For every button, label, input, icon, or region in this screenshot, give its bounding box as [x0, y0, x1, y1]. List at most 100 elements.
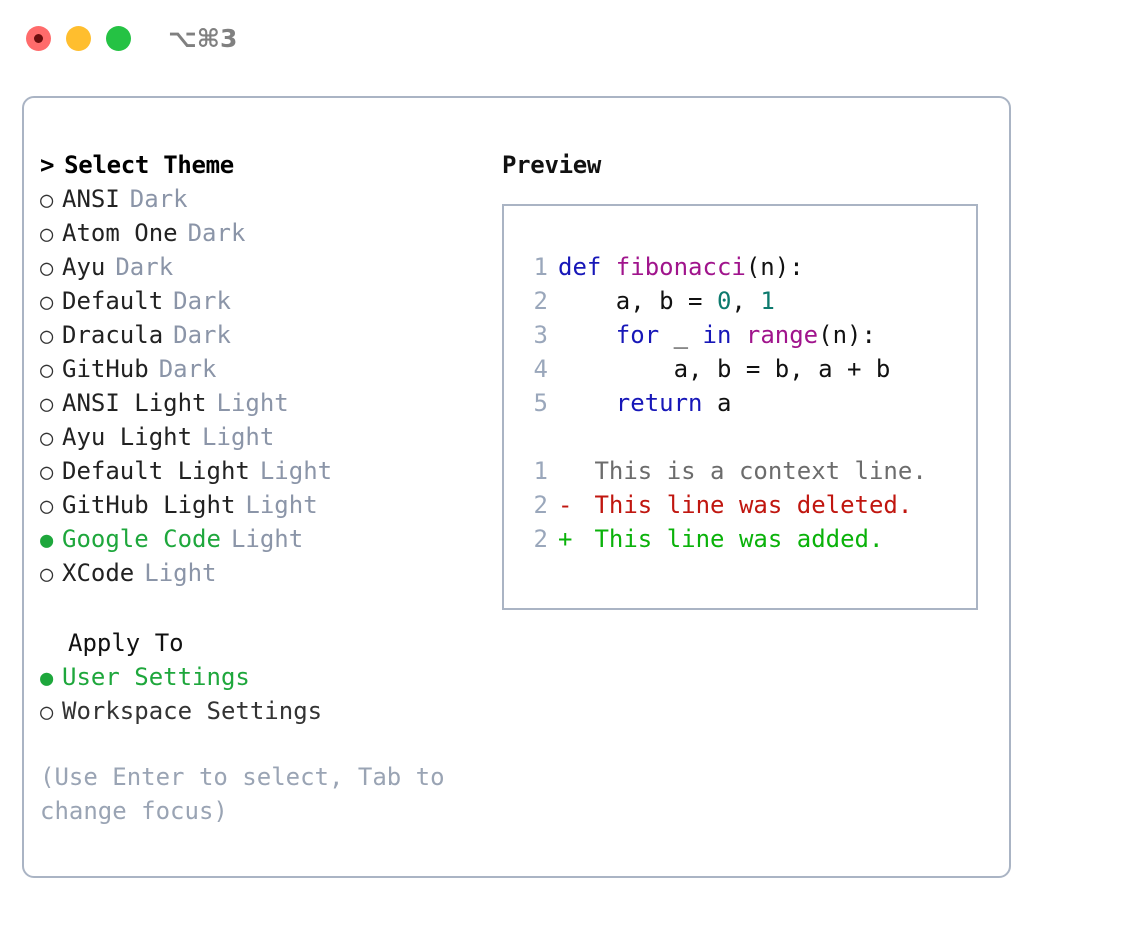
- select-theme-heading-label: Select Theme: [64, 151, 234, 179]
- theme-kind-badge: Dark: [173, 287, 231, 315]
- theme-name-label: Ayu Light: [62, 423, 193, 451]
- theme-kind-badge: Light: [259, 457, 333, 485]
- code-line: 2 a, b = 0, 1: [522, 284, 976, 318]
- code-token: (n):: [745, 253, 804, 281]
- apply-to-options: ● User Settings ○ Workspace Settings: [40, 660, 480, 728]
- theme-kind-badge: Dark: [129, 185, 188, 213]
- preview-heading: Preview: [502, 151, 602, 179]
- radio-unselected-icon: ○: [40, 256, 54, 281]
- theme-kind-badge: Light: [144, 559, 217, 587]
- code-token: a: [702, 389, 732, 417]
- theme-kind-badge: Light: [245, 491, 318, 519]
- diff-line-content: + This line was added.: [558, 525, 883, 553]
- apply-to-section: Apply To ● User Settings ○ Workspace Settin…: [40, 626, 480, 728]
- theme-list-item[interactable]: ○ Ayu Light Light: [40, 420, 480, 454]
- apply-to-option[interactable]: ○ Workspace Settings: [40, 694, 480, 728]
- theme-list-item[interactable]: ○ Default Dark: [40, 284, 480, 318]
- theme-list-item[interactable]: ○ ANSI Light Light: [40, 386, 480, 420]
- code-token: [558, 389, 616, 417]
- code-line-number: 2: [533, 287, 548, 315]
- apply-to-option-label: Workspace Settings: [62, 697, 323, 725]
- theme-kind-badge: Light: [202, 423, 275, 451]
- theme-name-label: GitHub Light: [62, 491, 236, 519]
- code-token: 0: [716, 287, 732, 315]
- code-token: a, b =: [558, 287, 717, 315]
- theme-name-label: Default: [62, 287, 164, 315]
- diff-line-content: This is a context line.: [558, 457, 926, 485]
- code-token: range: [745, 321, 819, 349]
- code-token: (n):: [818, 321, 876, 349]
- diff-line-number: 2: [533, 525, 548, 553]
- radio-unselected-icon: ○: [40, 426, 54, 451]
- radio-selected-icon: ●: [40, 666, 54, 691]
- radio-unselected-icon: ○: [40, 222, 54, 247]
- radio-unselected-icon: ○: [40, 700, 54, 725]
- apply-to-heading: Apply To: [68, 629, 184, 657]
- radio-unselected-icon: ○: [40, 324, 54, 349]
- radio-unselected-icon: ○: [40, 358, 54, 383]
- theme-kind-badge: Dark: [187, 219, 246, 247]
- diff-line: 2- This line was deleted.: [522, 488, 976, 522]
- code-token: in: [702, 321, 732, 349]
- apply-to-option[interactable]: ● User Settings: [40, 660, 480, 694]
- code-token: [731, 321, 745, 349]
- code-token: for: [615, 321, 660, 349]
- code-token: _: [659, 321, 703, 349]
- radio-unselected-icon: ○: [40, 562, 54, 587]
- diff-marker: +: [558, 525, 573, 553]
- select-theme-heading: > Select Theme: [40, 148, 480, 182]
- diff-line: 1 This is a context line.: [522, 454, 976, 488]
- theme-list-item[interactable]: ○ XCode Light: [40, 556, 480, 590]
- minimize-window-button[interactable]: [66, 26, 91, 51]
- maximize-window-button[interactable]: [106, 26, 131, 51]
- code-token: fibonacci: [615, 253, 746, 281]
- code-token: 1: [760, 287, 775, 315]
- theme-name-label: ANSI: [62, 185, 120, 213]
- theme-name-label: Default Light: [62, 457, 250, 485]
- theme-kind-badge: Dark: [173, 321, 231, 349]
- keyboard-shortcut-label: ⌥⌘3: [168, 24, 238, 53]
- code-token: [558, 321, 616, 349]
- diff-marker: -: [558, 491, 573, 519]
- radio-selected-icon: ●: [40, 528, 54, 553]
- theme-name-label: Ayu: [62, 253, 106, 281]
- apply-to-option-label: User Settings: [62, 663, 250, 691]
- theme-list-item[interactable]: ○ Ayu Dark: [40, 250, 480, 284]
- code-line: 1 def fibonacci(n):: [522, 250, 976, 284]
- theme-list-item[interactable]: ○ GitHub Dark: [40, 352, 480, 386]
- radio-unselected-icon: ○: [40, 290, 54, 315]
- code-token: def: [558, 253, 616, 281]
- theme-name-label: GitHub: [62, 355, 149, 383]
- theme-name-label: Google Code: [62, 525, 221, 553]
- theme-kind-badge: Dark: [115, 253, 174, 281]
- code-line-number: 1: [533, 253, 548, 281]
- diff-line-number: 1: [533, 457, 548, 485]
- theme-kind-badge: Dark: [158, 355, 217, 383]
- theme-name-label: Dracula: [62, 321, 164, 349]
- code-token: return: [615, 389, 703, 417]
- diff-line-text: This line was added.: [580, 525, 884, 553]
- code-line-number: 4: [533, 355, 548, 383]
- code-line: 3 for _ in range(n):: [522, 318, 976, 352]
- code-line-number: 5: [533, 389, 548, 417]
- prompt-caret-icon: >: [40, 151, 55, 179]
- theme-list-item[interactable]: ○ Dracula Dark: [40, 318, 480, 352]
- theme-name-label: ANSI Light: [62, 389, 207, 417]
- title-bar: ⌥⌘3: [0, 0, 1140, 78]
- theme-name-label: XCode: [62, 559, 135, 587]
- preview-spacer: [522, 420, 976, 454]
- theme-kind-badge: Light: [216, 389, 289, 417]
- radio-unselected-icon: ○: [40, 392, 54, 417]
- close-window-button[interactable]: [26, 26, 51, 51]
